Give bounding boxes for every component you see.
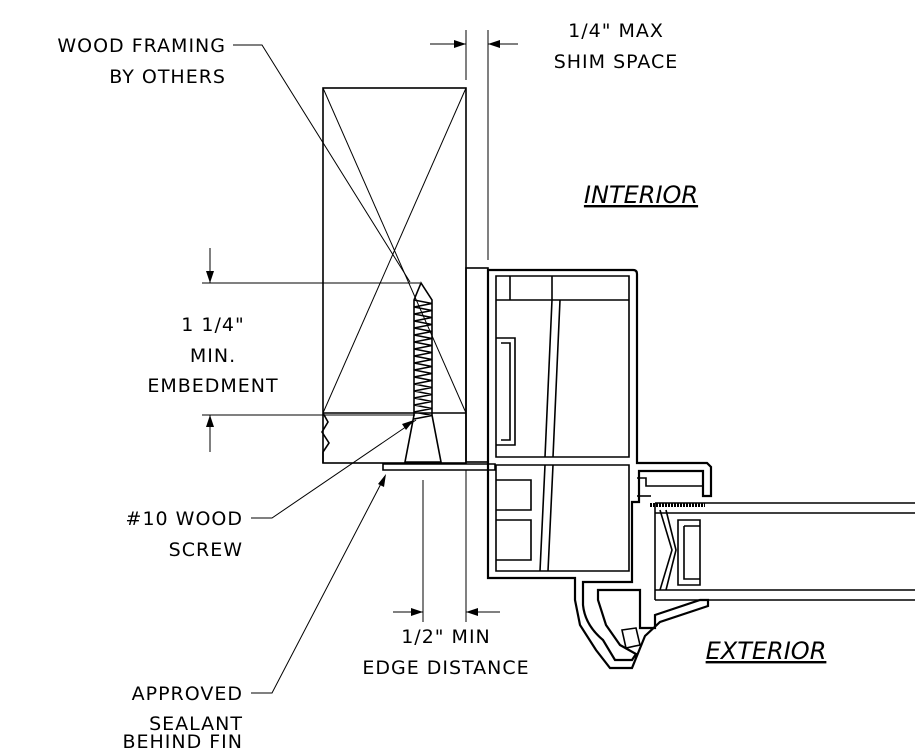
wood-screw-leader	[251, 419, 417, 519]
arrowhead	[454, 40, 466, 48]
embedment-label-line3: EMBEDMENT	[147, 375, 278, 397]
glazing-stop	[637, 477, 703, 487]
glazing-unit	[650, 502, 915, 601]
wood-framing-block	[322, 87, 467, 464]
shim-space-dimension	[430, 30, 518, 260]
edge-distance-dimension	[393, 470, 500, 622]
sealant-leader	[251, 475, 386, 694]
nailing-fin	[382, 463, 496, 471]
frame-kerf	[501, 342, 511, 441]
arrowhead	[378, 474, 386, 487]
wood-framing-label-line1: WOOD FRAMING	[57, 35, 226, 57]
shim-space-label-line2: SHIM SPACE	[554, 51, 679, 73]
arrowhead	[402, 420, 414, 430]
drip-leg	[621, 627, 641, 649]
wood-framing-label-line2: BY OTHERS	[109, 66, 226, 88]
frame-pocket	[496, 479, 532, 511]
interior-label: INTERIOR	[584, 181, 698, 209]
frame-inner-upper	[495, 275, 630, 458]
embedment-label-line2: MIN.	[190, 345, 236, 367]
framing-cross-line	[322, 87, 467, 414]
frame-inner-lower	[495, 464, 630, 572]
arrowhead	[488, 40, 500, 48]
wood-screw-label-line1: #10 WOOD	[126, 508, 243, 530]
wood-screw	[404, 281, 442, 463]
break-line	[321, 412, 330, 463]
spacer	[677, 519, 701, 586]
arrowhead	[206, 415, 214, 427]
shim	[465, 267, 489, 463]
frame-web	[539, 464, 554, 572]
edge-distance-label-line1: 1/2" MIN	[401, 626, 491, 648]
frame-pocket	[496, 519, 532, 561]
wood-framing-leader	[233, 44, 411, 283]
frame-kerf	[496, 337, 516, 446]
arrowhead	[206, 271, 214, 283]
wood-framing	[321, 87, 467, 464]
embedment-label-line1: 1 1/4"	[181, 314, 244, 336]
exterior-label: EXTERIOR	[706, 637, 827, 665]
arrowhead	[411, 608, 423, 616]
glazing-tape	[665, 509, 677, 591]
glazing-tape	[659, 509, 673, 591]
window-frame-extrusion	[486, 268, 713, 670]
shim-space-label-line1: 1/4" MAX	[568, 20, 664, 42]
screw-body	[404, 281, 442, 463]
sealant-label-line1: APPROVED	[132, 683, 243, 705]
sealant-label-line2: SEALANT	[149, 713, 243, 735]
spacer	[683, 525, 700, 580]
sealant-label-line3: BEHIND FIN	[122, 731, 243, 751]
frame-outline	[486, 268, 713, 670]
arrowhead	[466, 608, 478, 616]
screw-threads	[413, 299, 433, 420]
frame-web	[544, 299, 561, 458]
embedment-dimension	[202, 248, 420, 452]
edge-distance-label-line2: EDGE DISTANCE	[362, 657, 529, 679]
wood-screw-label-line2: SCREW	[169, 539, 243, 561]
